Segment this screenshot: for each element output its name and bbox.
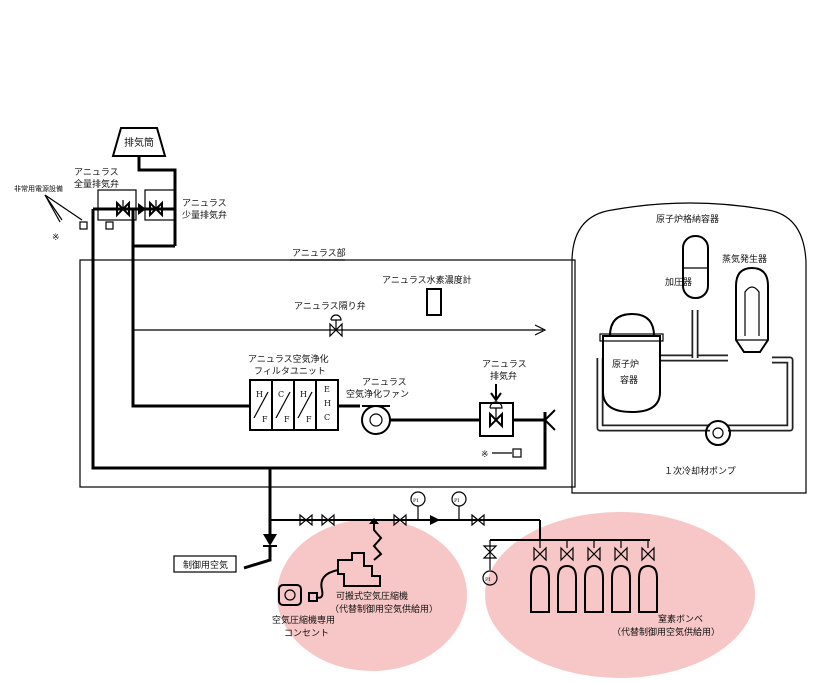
cleanup-fan (361, 405, 391, 435)
isolation-valve-label: アニュラス隔り弁 (294, 300, 366, 312)
filter-letter-2: F (262, 415, 268, 424)
header-valve-1[interactable] (299, 513, 313, 527)
nitrogen-cylinder-3 (584, 540, 604, 613)
filter-letter-1: H (256, 390, 263, 399)
filter-letter-4: F (284, 415, 290, 424)
steam-generator-tubes (744, 286, 760, 336)
steam-generator (735, 266, 769, 353)
exhaust-valve-box-1 (97, 189, 137, 221)
nitrogen-cylinder-4 (611, 540, 631, 613)
compressor-hose (372, 520, 383, 561)
hydrogen-meter-label: アニュラス水素濃度計 (382, 274, 472, 286)
containment-vessel-outline (571, 202, 807, 494)
filter-letter-6: F (306, 415, 312, 424)
filter-letter-3: C (278, 390, 284, 399)
header-valve-4[interactable] (471, 513, 485, 527)
nitrogen-cylinder-1 (530, 540, 550, 613)
reactor-flange (599, 333, 664, 342)
small-exhaust-valve-label: アニュラス少量排気弁 (182, 198, 227, 221)
power-arrow-lines (44, 194, 83, 223)
isolation-valve[interactable] (329, 314, 343, 338)
full-exhaust-valve-label: アニュラス全量排気弁 (74, 167, 119, 190)
pressure-gauge-1 (410, 491, 426, 520)
filter-letter-7: E (324, 385, 330, 394)
portable-compressor-label: 可搬式空気圧縮機（代替制御用空気供給用） (330, 590, 438, 615)
solenoid-box-2 (105, 221, 114, 230)
portable-compressor (337, 552, 381, 587)
control-air-check-valve[interactable] (263, 534, 277, 547)
cylinder-highlight-area (485, 512, 755, 678)
nitrogen-cylinder-5 (638, 540, 658, 613)
left-riser-line (91, 209, 547, 470)
exhaust-to-duct-line (131, 209, 175, 248)
annulus-exhaust-valve-label: アニュラス排気弁 (482, 359, 527, 382)
stack-riser-line (137, 156, 177, 246)
filter-letter-8: H (324, 399, 331, 408)
header-valve-2[interactable] (321, 513, 335, 527)
compressor-cord (315, 569, 339, 599)
compressor-highlight-area (277, 519, 467, 671)
small-exhaust-valve[interactable] (149, 200, 163, 218)
control-air-label: 制御用空気 (183, 559, 228, 571)
annulus-exhaust-valve[interactable] (489, 401, 503, 429)
rcp-label: １次冷却材ポンプ (664, 465, 736, 477)
power-supply-label: 非常用電源設備 (14, 184, 63, 193)
pressurizer-label: 加圧器 (665, 277, 692, 288)
exhaust-flow-arrow (138, 203, 146, 215)
exhaust-valve-star: ※ (481, 450, 489, 460)
control-air-line (243, 546, 272, 570)
stack (111, 127, 167, 157)
pressure-gauge-1-label: PI (413, 498, 418, 504)
pressurizer (682, 235, 709, 299)
annulus-section-label: アニュラス部 (292, 247, 346, 259)
compressor-branch-arrow (369, 518, 379, 524)
full-exhaust-valve[interactable] (116, 200, 130, 218)
filter-return-line (131, 246, 250, 408)
containment-label: 原子炉格納容器 (656, 213, 719, 225)
header-valve-3[interactable] (393, 513, 407, 527)
reactor-head (609, 312, 655, 337)
cleanup-fan-label: アニュラス空気浄化ファン (346, 377, 409, 400)
nitrogen-cylinders-label: 窒素ボンベ（代替制御用空気供給用） (612, 613, 720, 638)
filter-unit-label: アニュラス空気浄化フィルタユニット (248, 353, 329, 377)
cylinder-regulator-gauge-label: PI (485, 577, 490, 583)
compressor-plug (308, 592, 318, 602)
reactor-vessel-label: 原子炉容器 (612, 358, 639, 386)
header-check-valve[interactable] (430, 515, 440, 525)
reactor-vessel (602, 335, 661, 414)
cylinder-valve-left[interactable] (482, 545, 498, 559)
filter-unit (249, 379, 339, 431)
exhaust-valve-arrow (490, 384, 502, 402)
steam-generator-label: 蒸気発生器 (722, 253, 767, 265)
outlet-flare (544, 409, 556, 431)
filter-letter-9: C (324, 413, 330, 422)
power-star-1: ※ (52, 233, 60, 243)
pressure-gauge-2 (451, 491, 467, 520)
cylinder-regulator-gauge (482, 570, 498, 586)
reactor-coolant-pump (705, 420, 731, 446)
nitrogen-cylinder-2 (557, 540, 577, 613)
exhaust-valve-solenoid (512, 448, 522, 458)
pressure-gauge-2-label: PI (454, 498, 459, 504)
control-air-label-box (173, 555, 237, 573)
filter-letter-5: H (300, 390, 307, 399)
isolation-line-arrow (534, 324, 547, 336)
primary-loop-inner (598, 358, 792, 430)
solenoid-box-1 (79, 221, 88, 230)
compressor-outlet-label: 空気圧縮機専用コンセント (272, 614, 335, 639)
hydrogen-meter (426, 288, 442, 316)
stack-label: 排気筒 (124, 136, 154, 149)
compressor-outlet (278, 584, 302, 606)
